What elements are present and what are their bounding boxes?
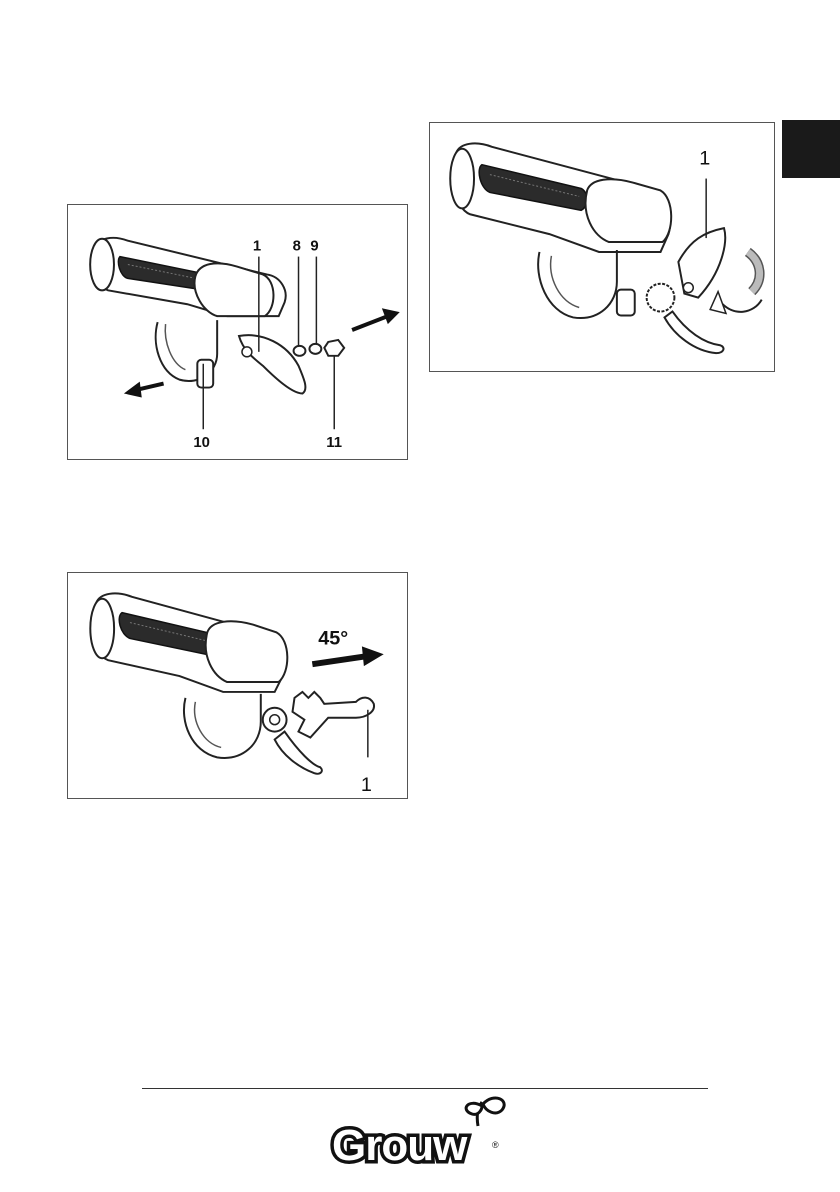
washer-9 — [309, 344, 321, 354]
rotate-arrow — [720, 300, 762, 312]
callout-9: 9 — [310, 239, 318, 255]
registered-mark: ® — [492, 1140, 499, 1150]
callout-1: 1 — [699, 148, 710, 170]
callout-11: 11 — [326, 435, 342, 451]
pruner-illustration-1: 1 8 9 10 11 — [68, 205, 407, 459]
end-cap — [90, 599, 114, 658]
figure-rotate-blade: 1 — [429, 122, 775, 372]
nut-11 — [324, 340, 344, 356]
end-cap — [450, 149, 474, 209]
figure-disassembly: 1 8 9 10 11 — [67, 204, 408, 460]
logo-wordmark: Grouw — [332, 1121, 468, 1170]
blade-1 — [293, 692, 375, 738]
grouw-logo: Grouw ® — [326, 1092, 522, 1172]
arrow-right — [362, 646, 384, 666]
pruner-illustration-2: 1 — [430, 123, 774, 371]
callout-10: 10 — [193, 435, 210, 451]
figure-remove-45: 45° 1 — [67, 572, 408, 799]
end-cap — [90, 239, 114, 291]
leaf-left-icon — [466, 1103, 482, 1114]
callout-1: 1 — [253, 239, 261, 255]
blade-1 — [239, 335, 305, 393]
callout-8: 8 — [293, 239, 301, 255]
arrow-left — [124, 382, 142, 398]
pruner-illustration-3: 45° 1 — [68, 573, 407, 798]
trigger-10 — [197, 360, 213, 388]
washer-8 — [294, 346, 306, 356]
leaf-right-icon — [483, 1098, 504, 1113]
footer-rule — [142, 1088, 708, 1089]
angle-label: 45° — [318, 627, 348, 649]
gear — [647, 284, 675, 312]
callout-1: 1 — [361, 774, 372, 796]
language-tab-marker — [782, 120, 840, 178]
